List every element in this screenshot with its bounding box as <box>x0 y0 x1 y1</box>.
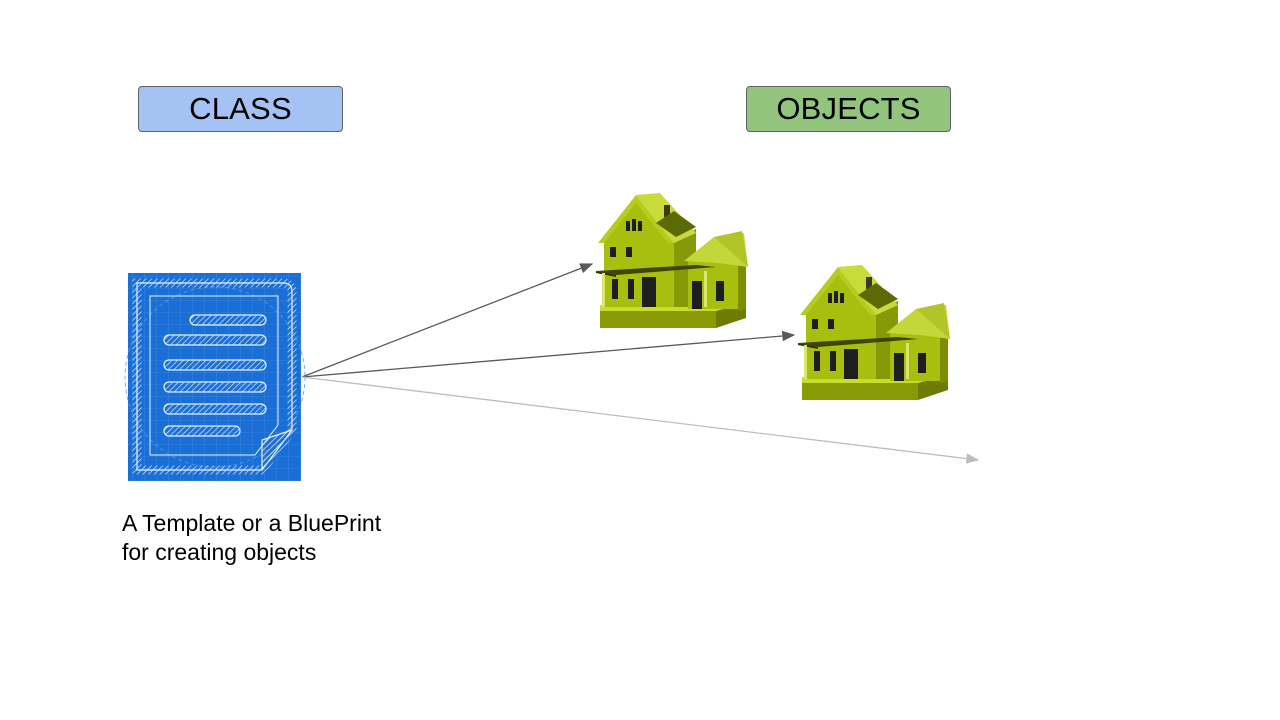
caption-line-1: A Template or a BluePrint <box>122 510 382 536</box>
caption-line-2: for creating objects <box>122 539 317 565</box>
class-label: CLASS <box>189 91 292 126</box>
objects-label-box: OBJECTS <box>746 86 951 132</box>
document-blueprint-icon <box>124 273 306 481</box>
caption: A Template or a BluePrint for creating o… <box>122 509 462 567</box>
objects-label: OBJECTS <box>776 91 921 126</box>
house-icon <box>596 193 748 328</box>
arrow-to-object-1 <box>301 263 594 378</box>
class-label-box: CLASS <box>138 86 343 132</box>
arrow-to-object-2 <box>301 330 796 378</box>
house-icon <box>798 265 950 400</box>
arrow-to-object-3 <box>301 376 980 464</box>
